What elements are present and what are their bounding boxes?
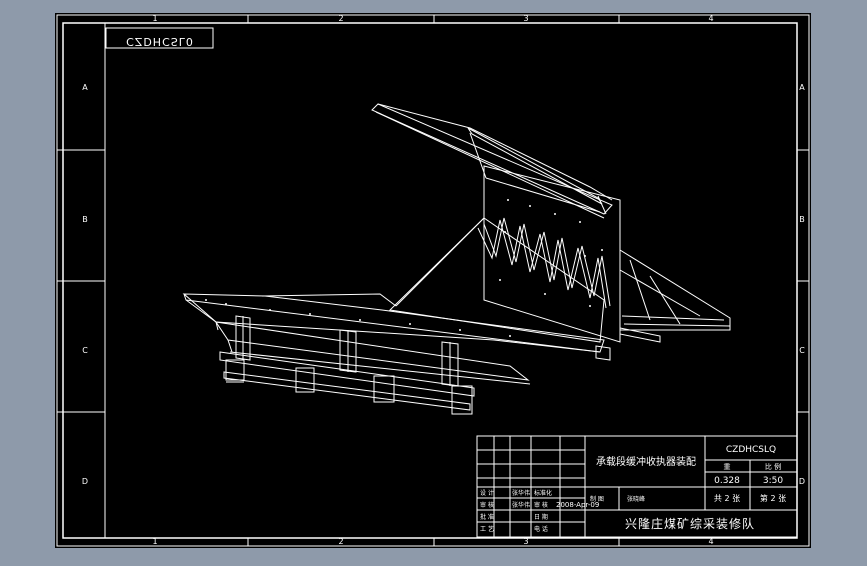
cell-design-name: 张华伟 — [512, 489, 530, 497]
col-label-1-bottom: 1 — [152, 537, 157, 546]
company-name: 兴隆庄煤矿综采装修队 — [625, 516, 755, 531]
row-label-b-left: B — [82, 215, 88, 224]
row-label-d-right: D — [799, 477, 805, 486]
row-label-c-right: C — [799, 346, 805, 355]
base-beam-lower — [223, 371, 471, 411]
cell-check: 审 核 — [480, 501, 494, 509]
col-label-4-bottom: 4 — [708, 537, 713, 546]
mirrored-code-box — [105, 27, 214, 49]
cell-date-label: 日 期 — [534, 513, 548, 521]
cell-drawn-name: 张晓峰 — [627, 495, 645, 503]
col-label-2-bottom: 2 — [338, 537, 343, 546]
col-label-1-top: 1 — [152, 14, 157, 23]
cell-process: 工 艺 — [480, 525, 494, 533]
row-label-b-right: B — [799, 215, 805, 224]
column-labels: 1 2 3 4 1 2 3 4 — [152, 14, 713, 546]
assembly-wireframe — [182, 103, 731, 415]
date-value: 2008-Apr-09 — [556, 501, 599, 509]
drawing-paper — [55, 13, 811, 548]
side-ramp-plate — [388, 217, 605, 343]
scale-label: 比 例 — [765, 462, 781, 471]
buffer-back-panel — [483, 165, 621, 343]
weight-label: 重 — [724, 463, 731, 471]
belt-deck — [182, 293, 605, 353]
col-label-3-bottom: 3 — [523, 537, 528, 546]
chute-top-edge — [377, 103, 613, 201]
weight-value: 0.328 — [714, 476, 740, 486]
sheet-number: 第 2 张 — [760, 493, 786, 503]
cell-review: 审 核 — [534, 501, 548, 509]
chute-top-plate — [371, 103, 613, 215]
col-label-3-top: 3 — [523, 14, 528, 23]
sheets-total: 共 2 张 — [714, 494, 740, 503]
cell-approve: 批 准 — [480, 513, 494, 521]
cell-drawn: 制 图 — [590, 495, 604, 503]
title-block — [476, 435, 798, 538]
row-label-a-left: A — [82, 83, 88, 92]
row-labels: A B C D A B C D — [82, 83, 805, 486]
row-label-a-right: A — [799, 83, 805, 92]
zone-ticks — [57, 15, 809, 546]
zone-dividers — [63, 23, 106, 538]
cell-design: 设 计 — [480, 489, 494, 497]
support-stands — [235, 315, 459, 387]
col-label-4-top: 4 — [708, 14, 713, 23]
cell-standard: 标准化 — [534, 489, 552, 497]
drawing-title: 承载段缓冲收执器装配 — [596, 455, 696, 468]
title-grid — [477, 436, 797, 537]
row-label-d-left: D — [82, 477, 88, 486]
feet — [225, 359, 473, 415]
cell-phone: 电 话 — [534, 525, 548, 533]
truss-support — [595, 249, 731, 361]
front-rail — [214, 321, 530, 381]
scale-value: 3:50 — [763, 476, 783, 486]
row-label-c-left: C — [82, 346, 88, 355]
col-label-2-top: 2 — [338, 14, 343, 23]
mirrored-code: CZDHCSL0 — [126, 35, 194, 48]
drawing-code: CZDHCSLQ — [726, 445, 776, 455]
cell-check-name: 张华伟 — [512, 501, 530, 509]
